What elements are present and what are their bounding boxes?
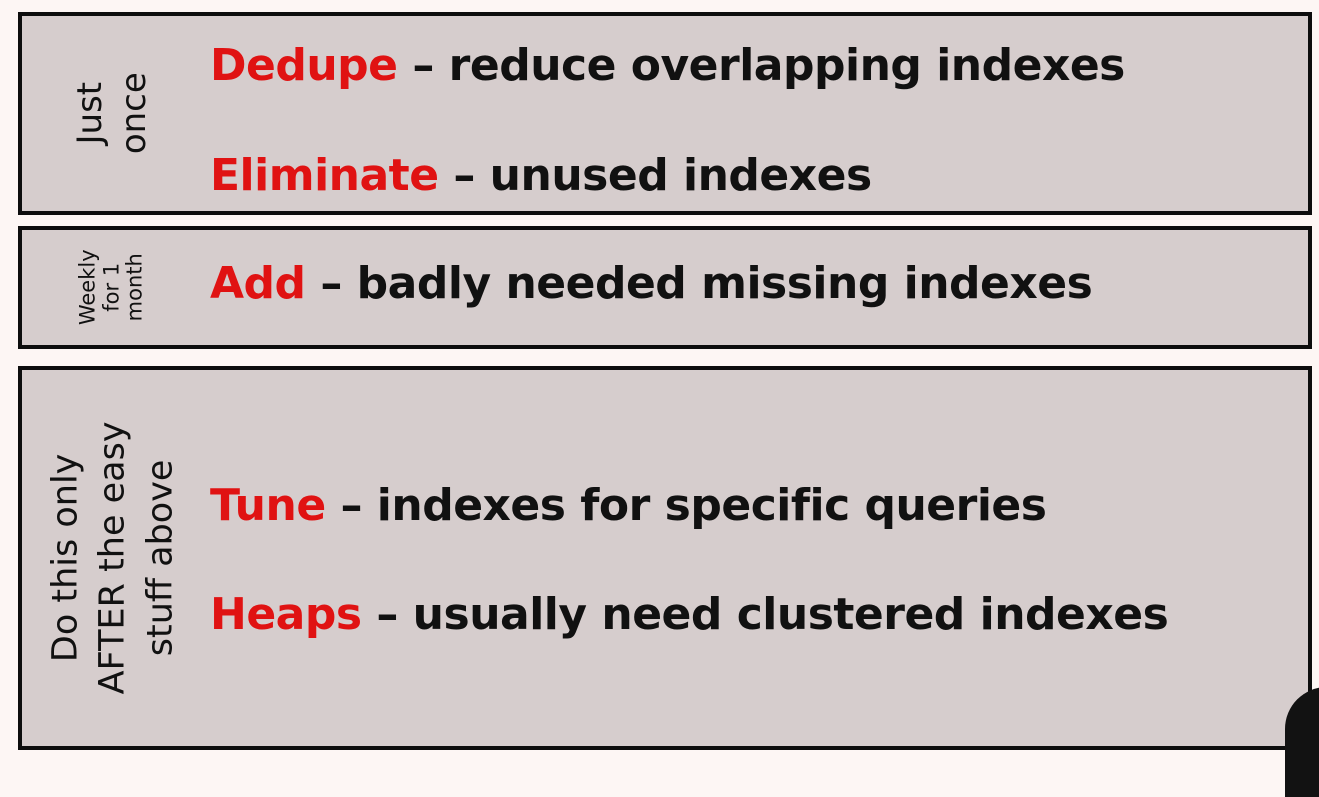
section-label-line: stuff above: [139, 459, 180, 657]
section-label-line: once: [114, 72, 154, 155]
item-add: Add – badly needed missing indexes: [210, 262, 1093, 306]
item-description: – reduce overlapping indexes: [397, 40, 1125, 91]
item-tune: Tune – indexes for specific queries: [210, 484, 1047, 528]
item-description: – usually need clustered indexes: [361, 589, 1169, 640]
section-label: Weekly for 1 month: [22, 230, 202, 345]
section-label-line: Just: [69, 82, 110, 145]
section-label: Just once: [22, 16, 202, 211]
item-keyword: Tune: [210, 480, 326, 531]
section-label: Do this only AFTER the easy stuff above: [22, 370, 204, 746]
item-description: – indexes for specific queries: [325, 480, 1047, 531]
section-label-line: Weekly: [75, 249, 100, 326]
item-keyword: Add: [210, 258, 306, 309]
section-weekly: Weekly for 1 month Add – badly needed mi…: [18, 226, 1312, 349]
item-dedupe: Dedupe – reduce overlapping indexes: [210, 44, 1125, 88]
section-after-easy: Do this only AFTER the easy stuff above …: [18, 366, 1312, 750]
item-keyword: Heaps: [210, 589, 362, 640]
section-label-line: month: [122, 253, 147, 322]
section-label-line: Do this only: [45, 453, 86, 663]
section-just-once: Just once Dedupe – reduce overlapping in…: [18, 12, 1312, 215]
item-keyword: Eliminate: [210, 150, 439, 201]
item-eliminate: Eliminate – unused indexes: [210, 154, 872, 198]
item-description: – badly needed missing indexes: [305, 258, 1093, 309]
section-label-line: AFTER the easy: [92, 421, 133, 695]
item-keyword: Dedupe: [210, 40, 398, 91]
item-heaps: Heaps – usually need clustered indexes: [210, 593, 1169, 637]
item-description: – unused indexes: [438, 150, 872, 201]
section-label-line: for 1: [99, 263, 124, 312]
